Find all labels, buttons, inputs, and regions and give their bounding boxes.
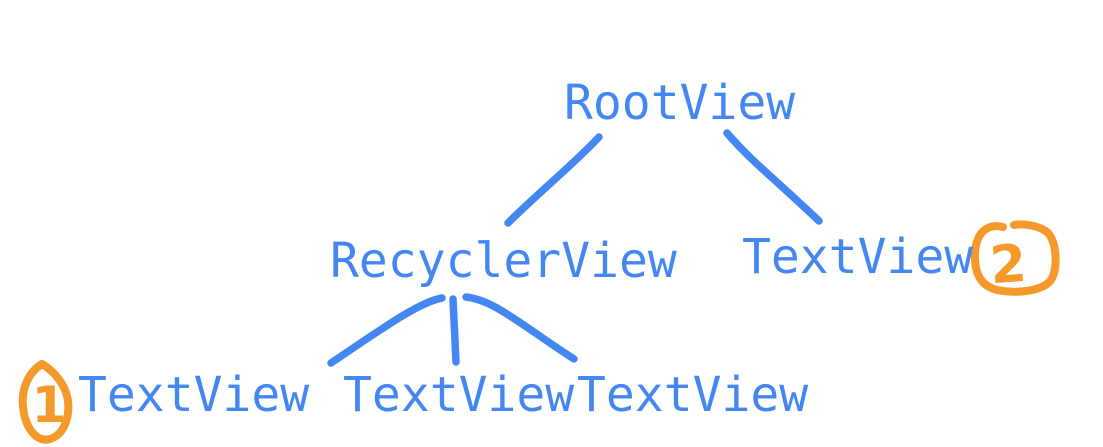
edge-recyclerview-to-textview-right (462, 293, 578, 363)
node-rootview: RootView (564, 75, 796, 131)
annotation-badge-1: 1 (18, 360, 73, 444)
badge-2-outline (970, 220, 1060, 296)
node-textview-bottom-right: TextView (577, 367, 809, 423)
edge-rootview-to-recyclerview (504, 133, 603, 227)
edge-recyclerview-to-textview-left (327, 294, 446, 367)
badge-2-number: 2 (988, 234, 1028, 296)
node-recyclerview: RecyclerView (330, 233, 677, 289)
node-textview-right: TextView (742, 229, 974, 285)
badge-1-outline (18, 360, 73, 444)
edge-recyclerview-to-textview-middle (449, 295, 460, 366)
annotation-badge-2: 2 (970, 220, 1060, 296)
node-textview-bottom-middle: TextView (343, 367, 575, 423)
edge-rootview-to-textview (723, 129, 823, 225)
badge-1-number: 1 (32, 376, 67, 434)
node-textview-bottom-left: TextView (78, 367, 310, 423)
